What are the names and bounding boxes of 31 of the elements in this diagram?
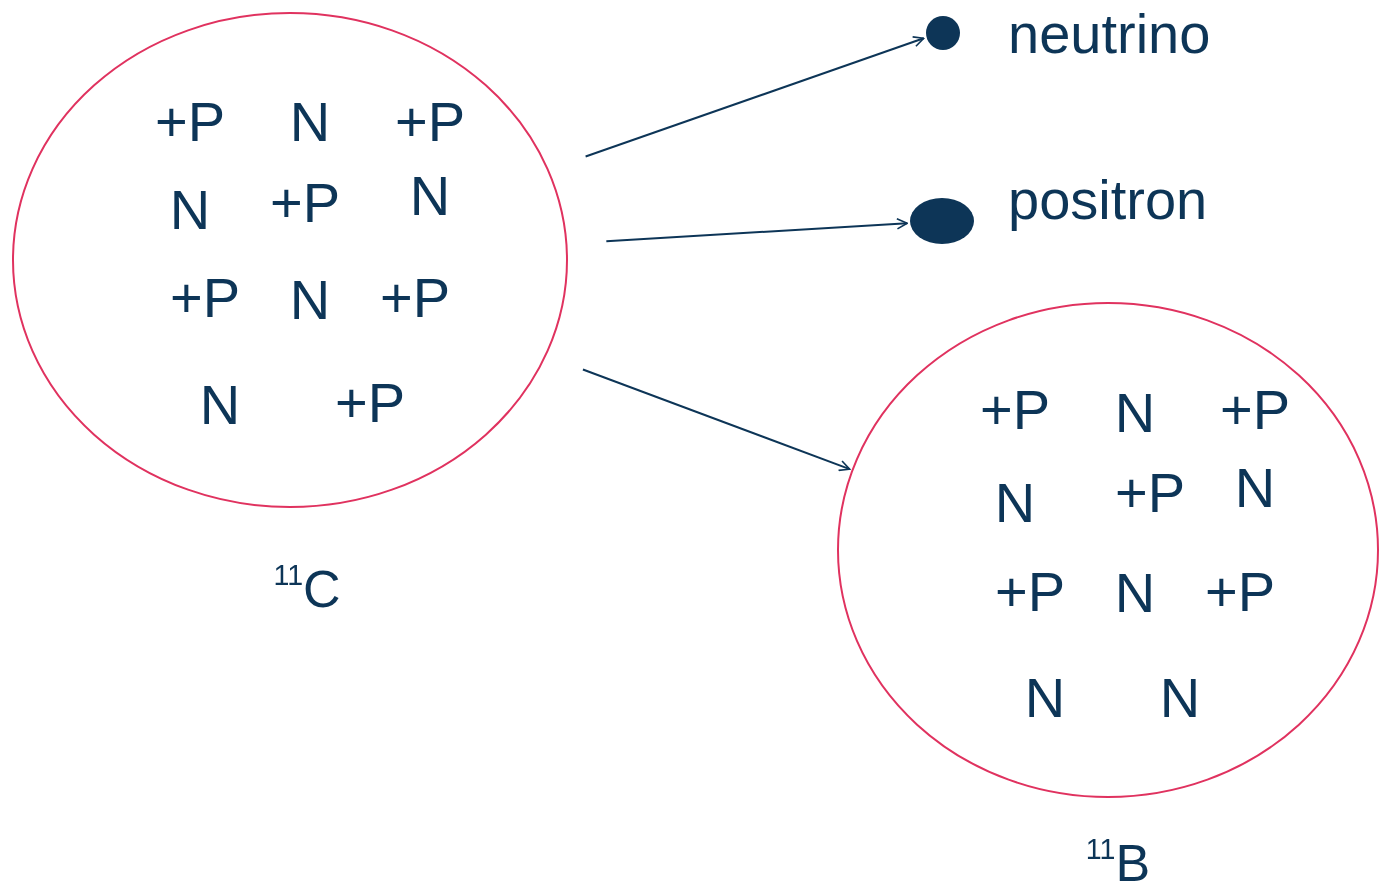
nucleon-label: +P [169, 270, 241, 326]
nucleon-label: +P [394, 94, 466, 150]
nucleon-label: +P [269, 175, 341, 231]
isotope-label: $^{11}$B [1085, 835, 1151, 889]
arrow [581, 368, 851, 472]
nucleon-label: +P [979, 382, 1051, 438]
nucleon-label: +P [379, 270, 451, 326]
nucleon-label: N [1114, 385, 1156, 441]
particle-dot [926, 16, 960, 50]
nucleon-label: N [409, 168, 451, 224]
particle-dot [910, 198, 974, 244]
nucleon-label: N [1024, 670, 1066, 726]
nucleon-label: N [1159, 670, 1201, 726]
nucleon-label: +P [1204, 564, 1276, 620]
nucleon-label: N [1114, 565, 1156, 621]
particle-label: neutrino [1008, 2, 1211, 67]
nucleon-label: N [199, 377, 241, 433]
nucleon-label: N [1234, 460, 1276, 516]
isotope-label: $^{11}$C [273, 561, 341, 615]
nucleon-label: +P [1219, 382, 1291, 438]
nucleon-label: +P [994, 564, 1066, 620]
nucleon-label: +P [334, 375, 406, 431]
arrow [605, 218, 909, 243]
nucleon-label: +P [154, 94, 226, 150]
nucleon-label: N [994, 475, 1036, 531]
nucleon-label: +P [1114, 465, 1186, 521]
nucleon-label: N [289, 94, 331, 150]
arrow [584, 36, 925, 158]
particle-label: positron [1008, 168, 1208, 233]
nucleon-label: N [169, 182, 211, 238]
nucleon-label: N [289, 272, 331, 328]
